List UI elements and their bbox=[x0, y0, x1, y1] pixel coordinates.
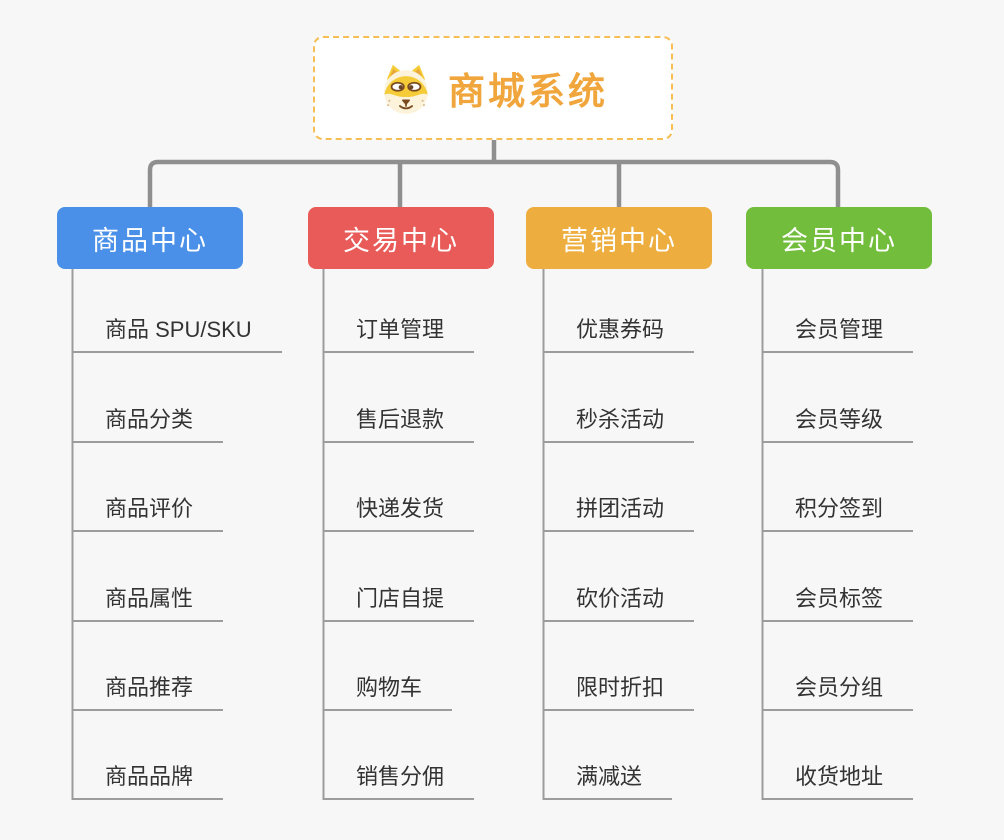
root-node-mall-system[interactable]: 商城系统 bbox=[313, 36, 673, 140]
leaf-node[interactable]: 会员分组 bbox=[762, 674, 914, 711]
leaf-node[interactable]: 订单管理 bbox=[323, 316, 475, 353]
leaf-node[interactable]: 商品属性 bbox=[72, 585, 224, 622]
leaf-node[interactable]: 商品 SPU/SKU bbox=[72, 316, 282, 353]
leaf-node[interactable]: 商品推荐 bbox=[72, 674, 224, 711]
branch-label: 营销中心 bbox=[561, 225, 677, 256]
dog-face-icon bbox=[384, 64, 428, 114]
branch-node-trade-center[interactable]: 交易中心 bbox=[308, 207, 494, 269]
leaf-node[interactable]: 会员标签 bbox=[762, 585, 914, 622]
branch-node-marketing-center[interactable]: 营销中心 bbox=[526, 207, 712, 269]
leaf-node[interactable]: 满减送 bbox=[543, 763, 673, 800]
leaf-node[interactable]: 拼团活动 bbox=[543, 495, 695, 532]
leaf-node[interactable]: 销售分佣 bbox=[323, 763, 475, 800]
leaf-node[interactable]: 门店自提 bbox=[323, 585, 475, 622]
leaf-node[interactable]: 会员管理 bbox=[762, 316, 914, 353]
leaf-node[interactable]: 商品品牌 bbox=[72, 763, 224, 800]
root-title: 商城系统 bbox=[448, 71, 608, 112]
leaf-node[interactable]: 购物车 bbox=[323, 674, 453, 711]
branch-label: 交易中心 bbox=[343, 225, 459, 256]
leaf-node[interactable]: 快递发货 bbox=[323, 495, 475, 532]
leaf-node[interactable]: 限时折扣 bbox=[543, 674, 695, 711]
leaf-node[interactable]: 商品分类 bbox=[72, 406, 224, 443]
leaf-node[interactable]: 售后退款 bbox=[323, 406, 475, 443]
leaf-node[interactable]: 会员等级 bbox=[762, 406, 914, 443]
leaf-node[interactable]: 优惠券码 bbox=[543, 316, 695, 353]
branch-node-member-center[interactable]: 会员中心 bbox=[746, 207, 932, 269]
leaf-node[interactable]: 砍价活动 bbox=[543, 585, 695, 622]
leaf-node[interactable]: 秒杀活动 bbox=[543, 406, 695, 443]
branch-label: 商品中心 bbox=[92, 225, 208, 256]
leaf-node[interactable]: 收货地址 bbox=[762, 763, 914, 800]
leaf-node[interactable]: 商品评价 bbox=[72, 495, 224, 532]
leaf-node[interactable]: 积分签到 bbox=[762, 495, 914, 532]
branch-label: 会员中心 bbox=[781, 225, 897, 256]
branch-node-product-center[interactable]: 商品中心 bbox=[57, 207, 243, 269]
